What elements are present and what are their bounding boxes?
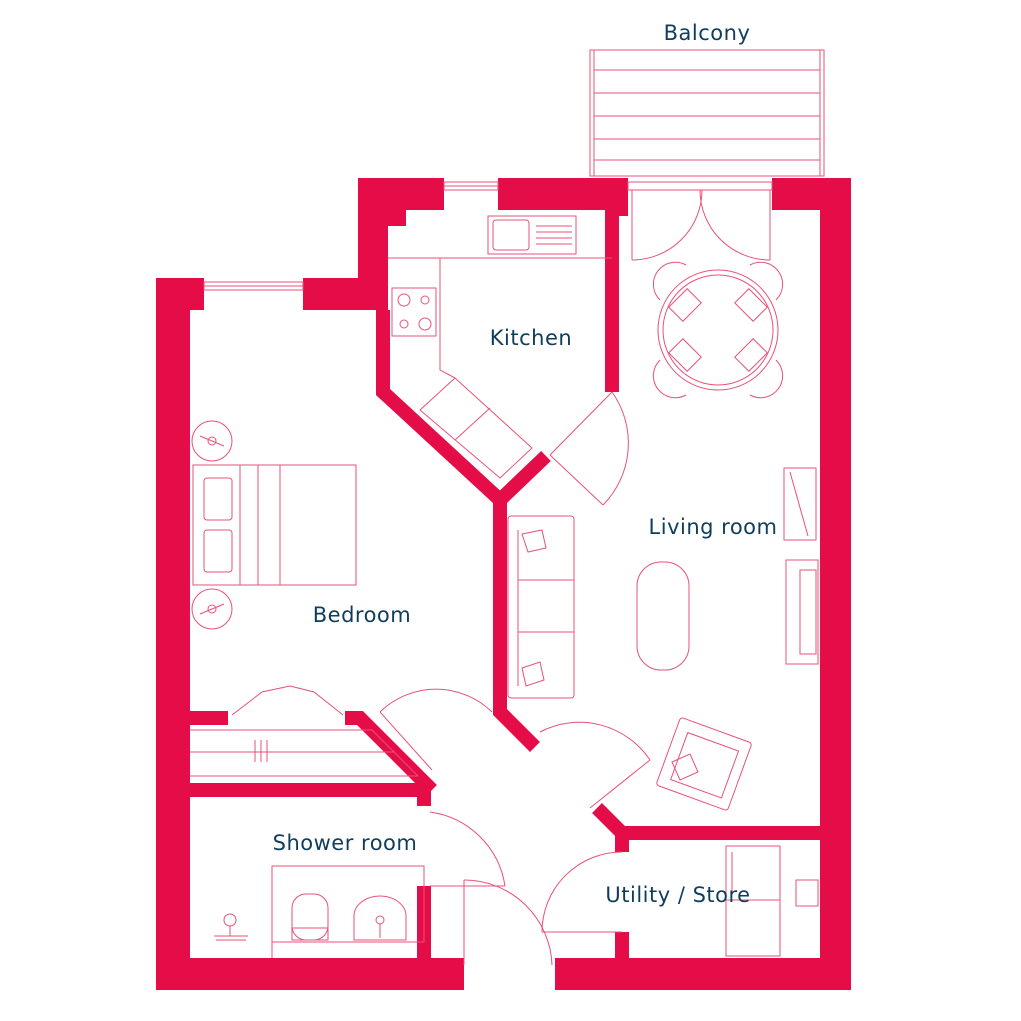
kitchen-counter bbox=[388, 257, 612, 479]
internal-walls bbox=[190, 210, 820, 965]
kitchen-label: Kitchen bbox=[490, 326, 572, 350]
wardrobe-icon bbox=[190, 729, 420, 777]
outer-walls bbox=[156, 178, 851, 990]
kitchen-sink-icon bbox=[487, 215, 577, 255]
washbasin-icon bbox=[353, 895, 407, 941]
bedroom-label: Bedroom bbox=[313, 603, 411, 627]
sofa-icon bbox=[507, 515, 575, 699]
balcony-area bbox=[589, 49, 825, 177]
shower-room-label: Shower room bbox=[273, 831, 418, 855]
armchair-icon bbox=[656, 717, 752, 811]
dining-chair-icon bbox=[652, 261, 784, 399]
shower-room-fixtures bbox=[271, 865, 425, 958]
hob-icon bbox=[391, 287, 437, 337]
coffee-table-icon bbox=[636, 561, 690, 671]
door-swing-icon bbox=[231, 189, 771, 966]
dining-table-icon bbox=[657, 269, 779, 391]
utility-store-label: Utility / Store bbox=[605, 883, 750, 907]
bedside-lamp-icon bbox=[191, 420, 233, 630]
balcony-label: Balcony bbox=[664, 21, 751, 45]
shower-icon bbox=[214, 913, 248, 941]
tv-unit-icon bbox=[783, 467, 819, 665]
living-room-label: Living room bbox=[649, 515, 778, 539]
fridge-freezer-icon bbox=[725, 845, 819, 957]
double-bed-icon bbox=[192, 464, 357, 586]
toilet-icon bbox=[291, 893, 329, 941]
